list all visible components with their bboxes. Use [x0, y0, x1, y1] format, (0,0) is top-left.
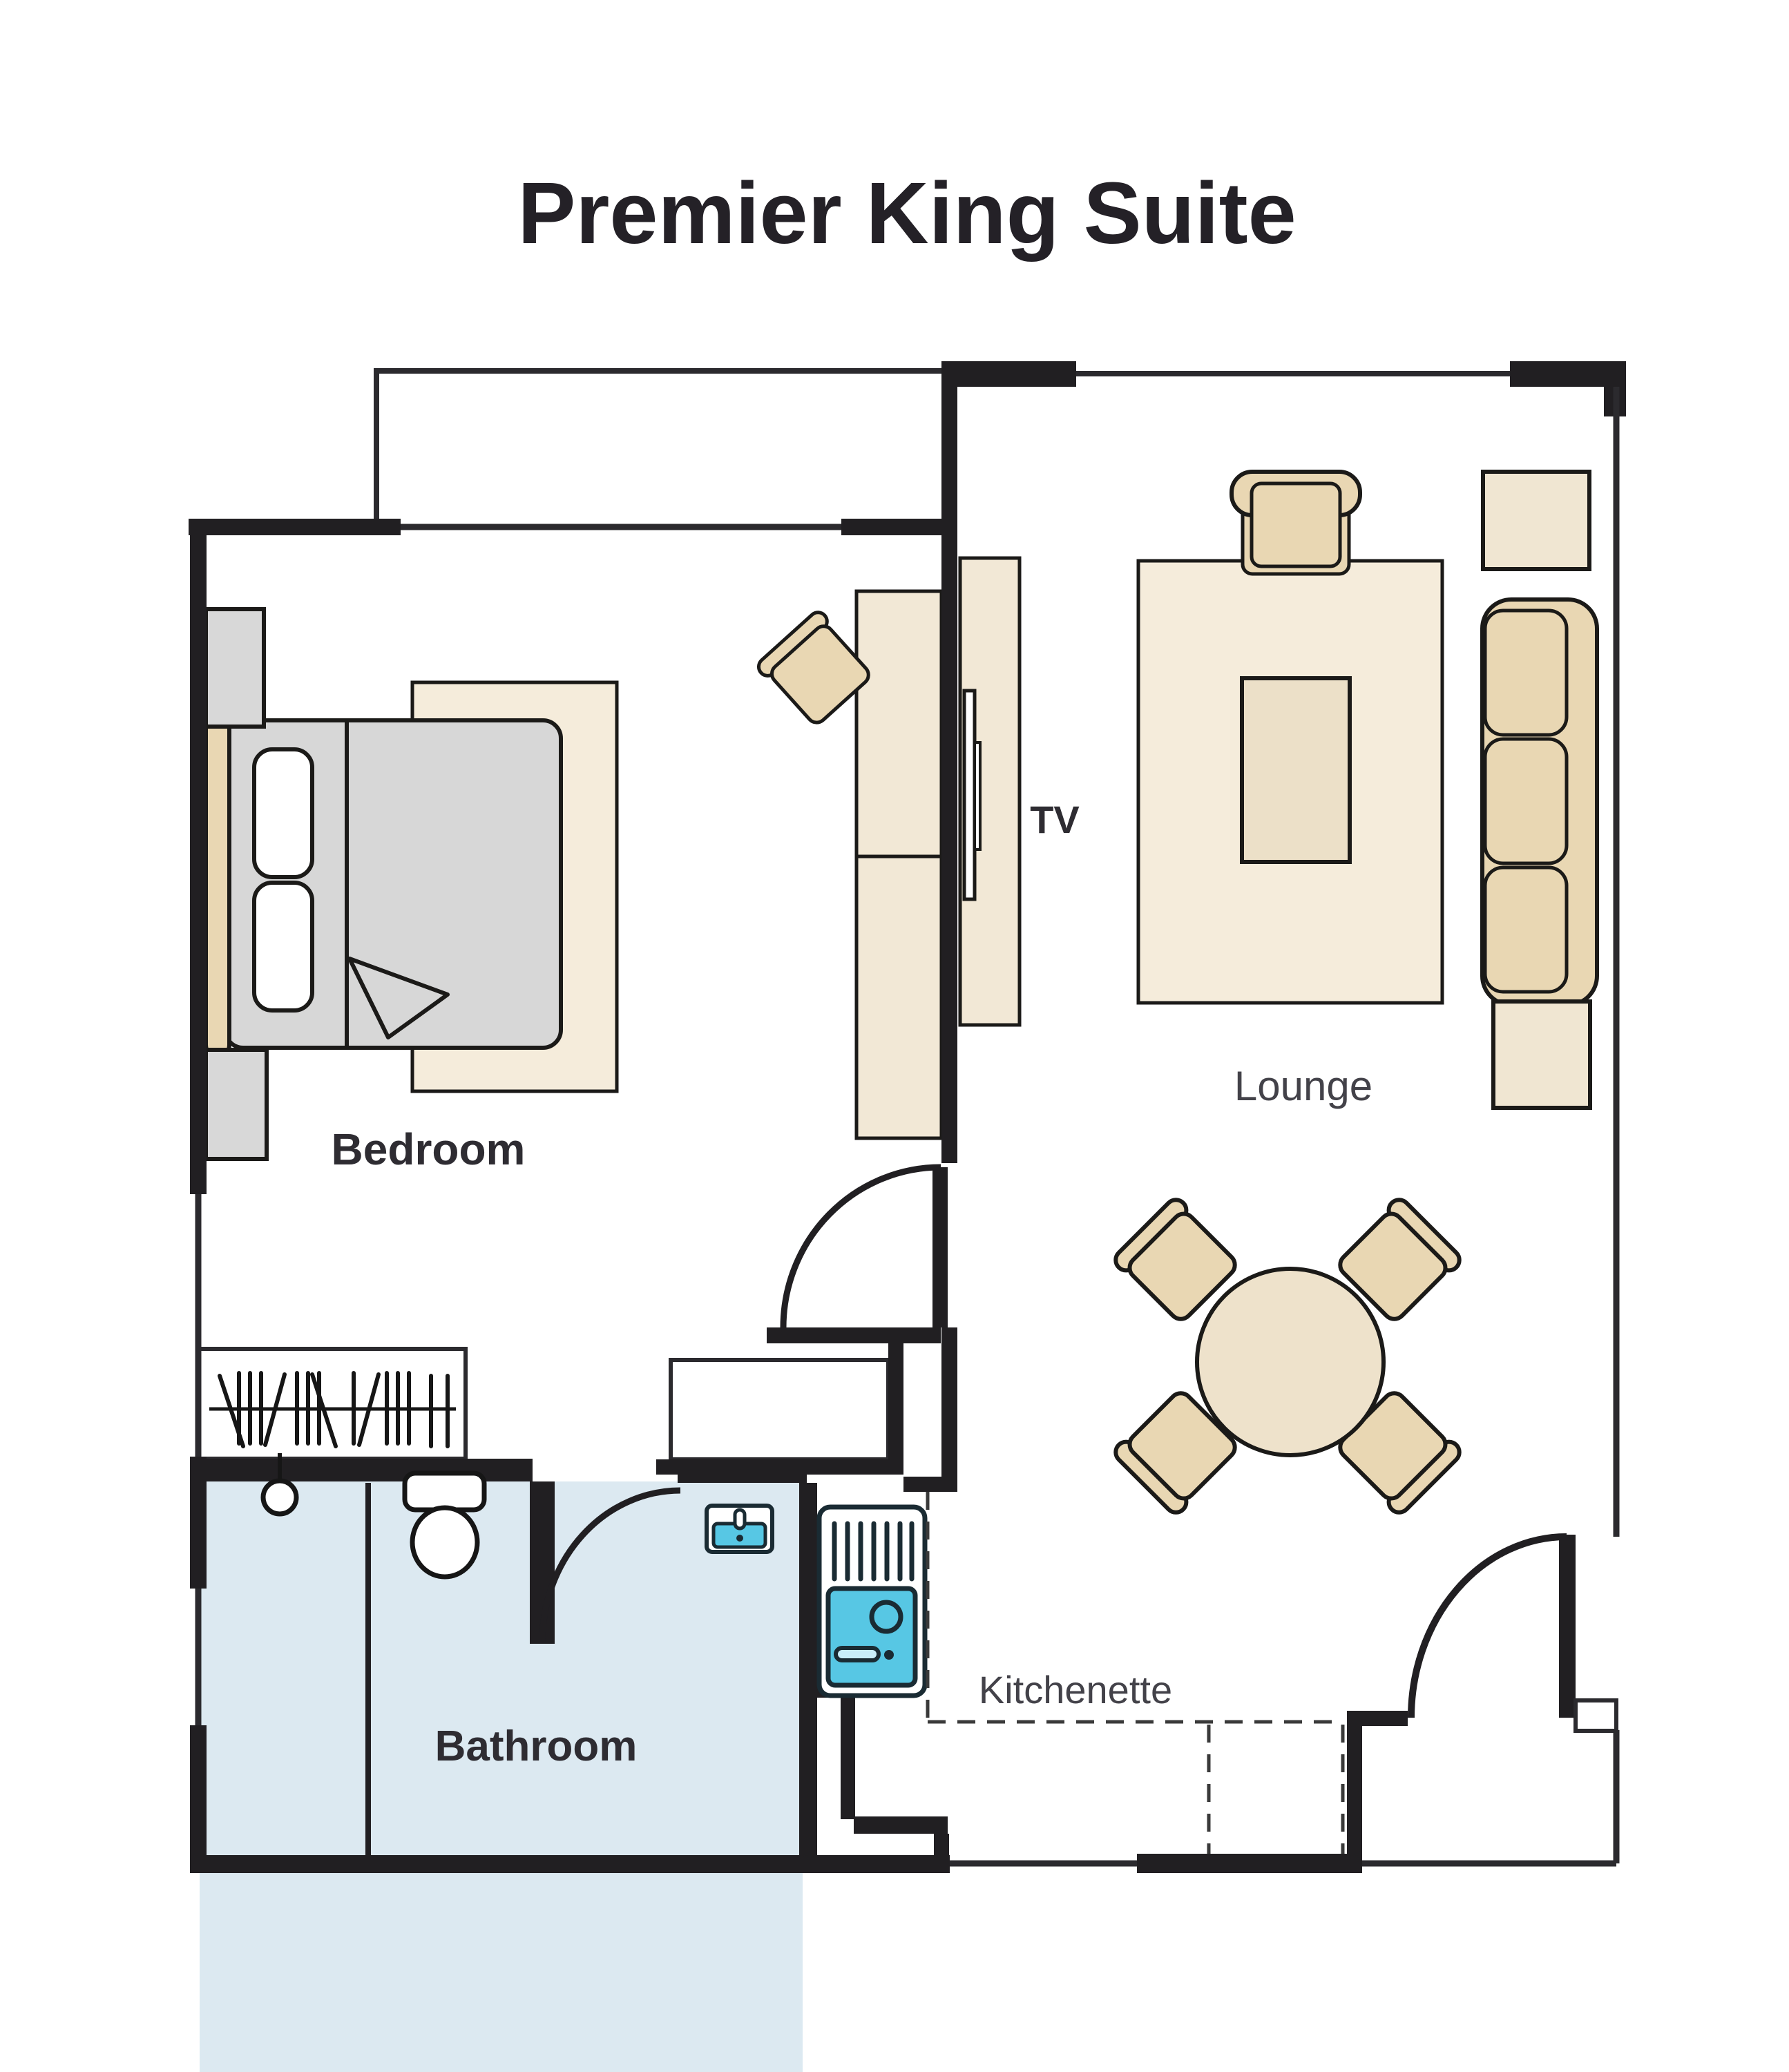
bathroom-bottom-wall	[190, 1855, 950, 1873]
desk-dresser	[854, 589, 944, 1140]
dining-table-round	[1195, 1267, 1386, 1457]
kitchenette-label: Kitchenette	[979, 1668, 1172, 1711]
bedroom-top-thick-left	[189, 519, 401, 535]
king-bed	[204, 709, 563, 1059]
nightstand-bottom	[204, 1048, 269, 1161]
pillow-left	[252, 747, 314, 879]
kitchen-vent-grill	[832, 1521, 915, 1582]
walls	[189, 361, 1626, 1873]
bathroom-floor	[200, 1481, 803, 2072]
entry-jamb-notch	[1573, 1698, 1618, 1733]
dining-set	[1113, 1198, 1462, 1515]
bathroom-right-wall	[799, 1483, 817, 1873]
sofa-cushion-2	[1483, 737, 1569, 865]
tv-label: TV	[1030, 798, 1080, 841]
vanity-right-wall	[888, 1340, 903, 1475]
shower-head-icon	[260, 1453, 299, 1517]
entry-door	[1408, 1533, 1618, 1733]
dining-chair-sw	[1113, 1391, 1237, 1515]
desk-chair-seat	[769, 624, 870, 725]
top-wall-thick-1	[941, 361, 1076, 387]
hanger-lines	[218, 1371, 450, 1448]
entry-side-wall	[1347, 1711, 1362, 1873]
kitchenette-top-wall	[903, 1477, 957, 1492]
coffee-table	[1240, 676, 1352, 864]
page-title: Premier King Suite	[517, 164, 1296, 262]
bathroom-sink-icon	[705, 1504, 774, 1554]
lounge-label: Lounge	[1234, 1063, 1372, 1109]
kitchen-step-foot	[854, 1816, 948, 1834]
divider-wall-upper	[941, 371, 957, 1163]
kitchen-sink-unit	[816, 1504, 928, 1698]
dining-chair-ne	[1338, 1198, 1462, 1321]
side-table-bottom	[1491, 999, 1592, 1110]
bottom-wall-thick	[1137, 1854, 1350, 1873]
vanity-top-wall	[767, 1327, 941, 1343]
three-seat-sofa	[1480, 597, 1599, 1007]
left-wall-lower	[190, 1725, 207, 1873]
closet-with-hangers	[195, 1347, 468, 1461]
divider-wall-lower	[941, 1327, 957, 1492]
bedroom-label: Bedroom	[332, 1124, 526, 1174]
blanket-fold	[347, 957, 450, 1039]
armchair	[1230, 470, 1362, 576]
dining-chair-nw	[1113, 1198, 1237, 1321]
bathroom-top-wall	[678, 1468, 807, 1483]
kitchenette-dashed-boundary	[926, 1492, 1345, 1854]
kitchen-step-notch	[934, 1834, 949, 1858]
entry-stub-wall	[1347, 1711, 1408, 1726]
toilet-icon	[402, 1470, 487, 1580]
sofa-cushion-3	[1483, 865, 1569, 994]
flat-tv-icon	[962, 689, 982, 901]
left-wall-upper	[190, 519, 207, 1194]
pillow-right	[252, 881, 314, 1013]
headboard	[204, 709, 231, 1059]
vanity-counter	[669, 1358, 890, 1461]
desk-chair	[756, 611, 870, 725]
bedroom-door	[780, 1164, 948, 1328]
nightstand-top	[204, 607, 266, 729]
armchair-cushion	[1250, 481, 1342, 568]
bathroom-label: Bathroom	[435, 1723, 638, 1770]
bathroom-door	[530, 1481, 681, 1644]
kitchen-step-riser	[841, 1698, 855, 1819]
sofa-cushion-1	[1483, 608, 1569, 737]
side-table-top	[1481, 470, 1591, 571]
bedroom-top-thick-right	[841, 519, 949, 535]
